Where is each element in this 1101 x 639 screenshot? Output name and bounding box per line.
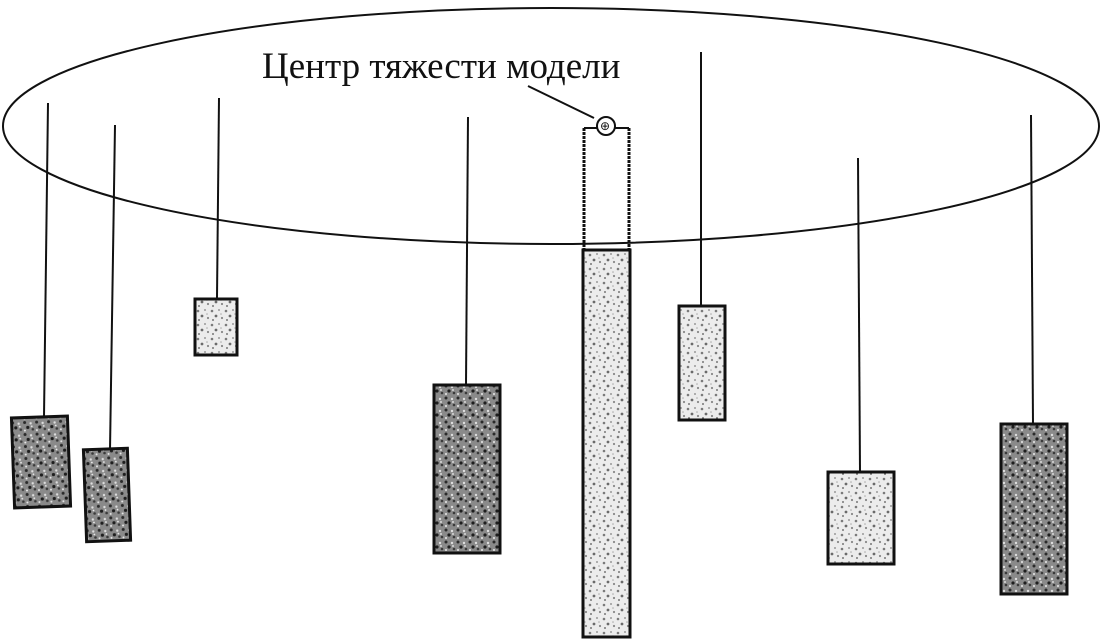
weight-6-string <box>857 157 861 473</box>
weight-7-string <box>1030 114 1034 426</box>
weight-2-string <box>109 124 116 451</box>
center-column-bar <box>581 248 632 639</box>
center-of-gravity-label: Центр тяжести модели <box>262 46 620 87</box>
weight-6-block <box>826 470 896 566</box>
weight-4-block <box>432 383 502 555</box>
label-leader-line <box>527 85 595 119</box>
weight-5-block <box>677 304 727 422</box>
weight-1-block <box>9 414 73 510</box>
weight-4-string <box>465 116 469 386</box>
weight-7-block <box>999 422 1069 596</box>
orbit-ellipse <box>2 7 1100 245</box>
weight-1-string <box>43 102 49 418</box>
weight-2-block <box>81 446 133 544</box>
weight-3-block <box>193 297 239 357</box>
center-of-gravity-symbol: ⊕ <box>600 119 610 133</box>
weight-3-string <box>216 97 220 299</box>
center-of-gravity-marker <box>596 116 616 136</box>
